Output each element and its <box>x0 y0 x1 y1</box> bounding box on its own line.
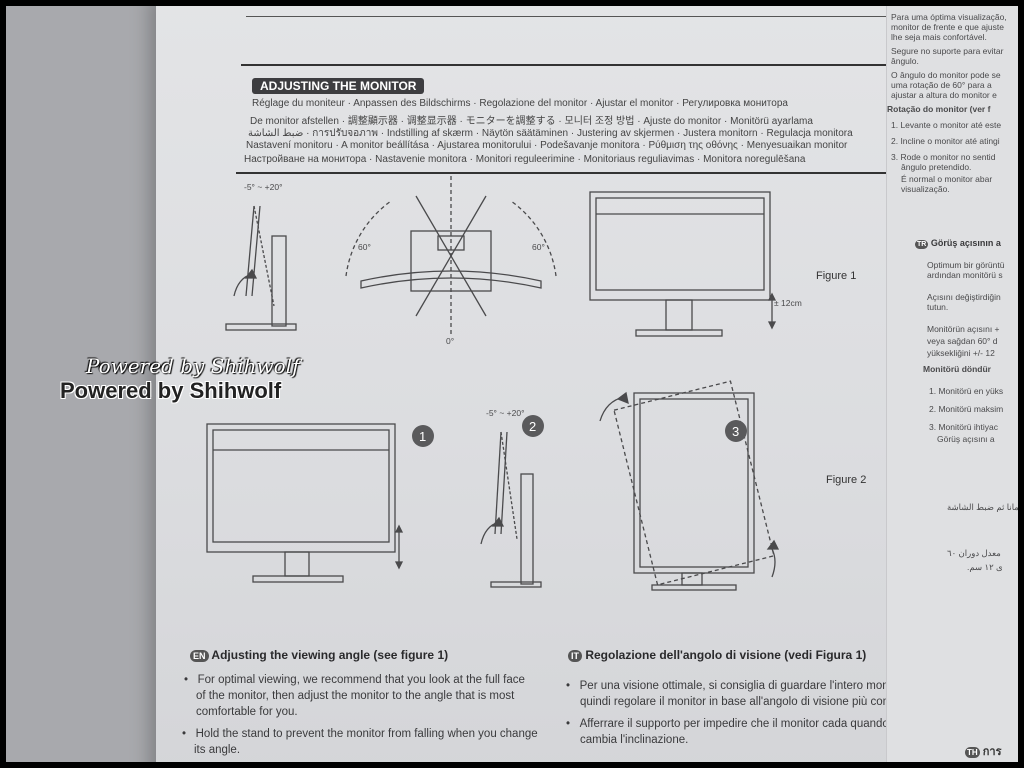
pt-line: 2. Incline o monitor até atingi <box>891 136 1000 146</box>
en-bullet-1: • For optimal viewing, we recommend that… <box>184 674 525 686</box>
pt-line: visualização. <box>901 184 950 194</box>
pt-line: Segure no suporte para evitar <box>891 46 1004 56</box>
en-bullet-1-cont: comfortable for you. <box>196 706 298 718</box>
tr-line: Açısını değiştirdiğin <box>927 292 1001 302</box>
it-bullet-2-cont: cambia l'inclinazione. <box>580 734 689 746</box>
pt-line: uma rotação de 60° para a <box>891 80 992 90</box>
swivel-right-label: 60° <box>532 242 545 252</box>
swivel-zero-label: 0° <box>446 336 455 346</box>
tr-line: veya sağdan 60° d <box>927 336 998 346</box>
top-divider <box>246 16 886 17</box>
swivel-left-label: 60° <box>358 242 371 252</box>
tilt-range-label-2: -5° ~ +20° <box>486 408 525 418</box>
tr-line: 2. Monitörü maksim <box>929 404 1004 414</box>
watermark-bold: Powered by Shihwolf <box>60 378 282 403</box>
it-bullet-1: • Per una visione ottimale, si consiglia… <box>566 680 908 692</box>
tr-line: Monitörün açısını + <box>927 324 1000 334</box>
tr-line: 3. Monitörü ihtiyac <box>929 422 998 432</box>
photo-frame: ADJUSTING THE MONITOR Réglage du moniteu… <box>6 6 1018 762</box>
tr-line: yüksekliğini +/- 12 <box>927 348 995 358</box>
pt-line: Para uma óptima visualização, <box>891 12 1007 22</box>
pt-line: ângulo. <box>891 56 919 66</box>
section-title: ADJUSTING THE MONITOR <box>252 78 425 94</box>
en-badge: EN <box>190 650 209 662</box>
pt-line: 1. Levante o monitor até este <box>891 120 1002 130</box>
pt-line: O ângulo do monitor pode se <box>891 70 1001 80</box>
footer-th: TH การ <box>965 746 1002 758</box>
footer-badge: TH <box>965 747 980 758</box>
tr-line: Görüş açısını a <box>937 434 995 444</box>
step-1-number: 1 <box>419 429 426 444</box>
manual-page: ADJUSTING THE MONITOR Réglage du moniteu… <box>156 6 1018 762</box>
section-divider <box>241 64 891 66</box>
watermark-script: Powered by Shihwolf <box>86 354 300 378</box>
step-3-number: 3 <box>732 424 739 439</box>
ar-line: معدل دوران ٦٠ <box>947 548 1001 558</box>
pt-line: É normal o monitor abar <box>901 174 993 184</box>
step-1-raise-illustration: 1 <box>206 423 434 583</box>
step-2-number: 2 <box>529 419 536 434</box>
pt-line: monitor de frente e que ajuste <box>891 22 1004 32</box>
pt-subheading: Rotação do monitor (ver f <box>887 104 991 114</box>
figure-2-label: Figure 2 <box>826 474 867 486</box>
pt-line: lhe seja mais confortável. <box>891 32 987 42</box>
tilt-range-label: -5° ~ +20° <box>244 182 283 192</box>
ar-line: ى ١٢ سم. <box>967 562 1003 572</box>
language-line: Настройване на монитора · Nastavenie mon… <box>244 154 806 165</box>
tr-line: 1. Monitörü en yüks <box>929 386 1004 396</box>
tr-subheading: Monitörü döndür <box>923 364 991 374</box>
figure-1-label: Figure 1 <box>816 270 857 282</box>
en-heading: EN Adjusting the viewing angle (see figu… <box>190 648 448 662</box>
tilt-side-view-illustration <box>225 205 297 331</box>
language-line: De monitor afstellen · 調整顯示器 · 调整显示器 · モ… <box>250 116 813 127</box>
tr-line: ardından monitörü s <box>927 270 1003 280</box>
height-range-label: ± 12cm <box>774 298 802 308</box>
right-page: Para uma óptima visualização, monitor de… <box>886 6 1018 762</box>
ar-line: مانا ثم ضبط الشاشة <box>947 502 1018 512</box>
it-bullet-2: • Afferrare il supporto per impedire che… <box>566 718 901 730</box>
language-line: Réglage du moniteur · Anpassen des Bilds… <box>252 98 788 109</box>
en-bullet-2: • Hold the stand to prevent the monitor … <box>182 728 538 740</box>
it-bullet-1-cont: quindi regolare il monitor in base all'a… <box>580 696 915 708</box>
height-front-view-illustration <box>589 191 777 337</box>
step-3-rotate-illustration: 3 <box>599 380 780 591</box>
tr-badge: TR <box>915 240 929 249</box>
en-bullet-1-cont: of the monitor, then adjust the monitor … <box>196 690 515 702</box>
pt-line: ângulo pretendido. <box>901 162 972 172</box>
language-line: ضبط الشاشة · การปรับจอภาพ · Indstilling … <box>248 128 853 139</box>
tr-line: Optimum bir görüntü <box>927 260 1005 270</box>
section-divider <box>236 172 891 174</box>
tr-line: tutun. <box>927 302 949 312</box>
pt-line: 3. Rode o monitor no sentid <box>891 152 996 162</box>
en-bullet-2-cont: its angle. <box>194 744 241 756</box>
pt-line: ajustar a altura do monitor e <box>891 90 997 100</box>
step-2-tilt-illustration: 2 <box>480 415 544 588</box>
swivel-top-view-illustration <box>345 176 557 336</box>
tr-heading: TR Görüş açısının a <box>915 238 1001 249</box>
language-line: Nastavení monitoru · A monitor beállítás… <box>246 140 848 151</box>
it-heading: IT Regolazione dell'angolo di visione (v… <box>568 648 866 662</box>
it-badge: IT <box>568 650 582 662</box>
